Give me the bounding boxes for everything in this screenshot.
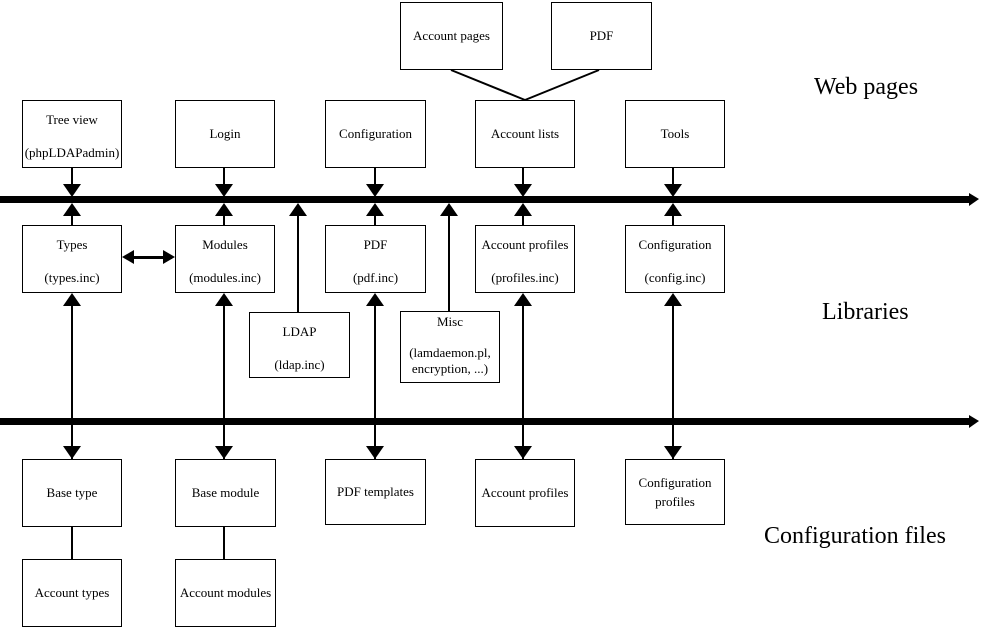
node-label-line2: (types.inc) — [44, 270, 100, 285]
bus-line-right-tip — [969, 415, 979, 428]
node-label: PDF — [589, 28, 614, 43]
node-account-types: Account types — [22, 559, 122, 627]
node-label-line2: (lamdaemon.pl, — [409, 345, 491, 360]
connector-bus-ldap — [297, 213, 299, 312]
bus-line-right-tip — [969, 193, 979, 206]
node-label-line1: LDAP — [282, 324, 317, 339]
connector-basemodule-accountmodules — [223, 527, 225, 559]
layer-label-libraries: Libraries — [822, 299, 909, 325]
arrowhead-down — [63, 446, 81, 459]
arrowhead-down — [514, 446, 532, 459]
connector-bus-modules — [223, 213, 225, 226]
connector-bus-types — [71, 213, 73, 226]
node-label: Base module — [191, 485, 260, 500]
connector-treeview-bus — [71, 167, 73, 185]
node-label: PDF templates — [337, 484, 414, 499]
node-label-line1: Configuration — [638, 475, 712, 490]
connector-types-basetype — [71, 297, 73, 459]
arrowhead-left — [122, 250, 134, 264]
node-label-line1: Misc — [437, 314, 463, 329]
arrowhead-up — [63, 203, 81, 216]
connector-login-bus — [223, 167, 225, 185]
connector-bus-misc — [448, 213, 450, 311]
node-label-line1: Account profiles — [481, 237, 569, 252]
bus-line-web-to-libraries — [0, 196, 970, 203]
layer-label-web-pages: Web pages — [814, 74, 919, 100]
node-label: Account pages — [413, 28, 490, 43]
arrowhead-up — [514, 203, 532, 216]
node-pdf-lib: PDF (pdf.inc) — [325, 225, 426, 293]
node-label-line1: Configuration — [638, 237, 712, 252]
node-label-line2: (ldap.inc) — [274, 357, 325, 372]
arrowhead-down — [215, 446, 233, 459]
node-label-line2: (modules.inc) — [189, 270, 261, 285]
node-pdf-templates: PDF templates — [325, 459, 426, 525]
arrowhead-down — [63, 184, 81, 197]
connector-bus-configlib — [672, 213, 674, 226]
node-label-line1: Tree view — [46, 112, 98, 127]
node-label-line1: PDF — [363, 237, 388, 252]
node-modules-lib: Modules (modules.inc) — [175, 225, 275, 293]
node-account-profiles-config: Account profiles — [475, 459, 575, 527]
arrowhead-down — [366, 446, 384, 459]
node-label-line2: (phpLDAPadmin) — [24, 145, 120, 160]
node-label-line1: Modules — [202, 237, 248, 252]
node-tree-view: Tree view (phpLDAPadmin) — [22, 100, 122, 168]
connector-configlib-configprofiles — [672, 297, 674, 459]
node-configuration-lib: Configuration (config.inc) — [625, 225, 725, 293]
connector-bus-pdflib — [374, 213, 376, 226]
node-account-pages: Account pages — [400, 2, 503, 70]
connector-tools-bus — [672, 167, 674, 185]
arrowhead-up — [440, 203, 458, 216]
node-ldap-lib: LDAP (ldap.inc) — [249, 312, 350, 378]
node-account-lists: Account lists — [475, 100, 575, 168]
node-label: Account profiles — [481, 485, 569, 500]
node-label: Account types — [34, 585, 110, 600]
node-label: Configuration — [339, 126, 412, 141]
arrowhead-up — [366, 203, 384, 216]
node-misc-lib: Misc (lamdaemon.pl, encryption, ...) — [400, 311, 500, 383]
node-label: Login — [209, 126, 241, 141]
arrowhead-up — [215, 203, 233, 216]
node-configuration-page: Configuration — [325, 100, 426, 168]
arrowhead-up — [289, 203, 307, 216]
connector-accountlists-bus — [522, 167, 524, 185]
node-account-profiles-lib: Account profiles (profiles.inc) — [475, 225, 575, 293]
arrowhead-down — [215, 184, 233, 197]
connector-types-modules — [128, 256, 172, 259]
connector-accountprofiles-lib-config — [522, 297, 524, 459]
arrowhead-down — [514, 184, 532, 197]
node-label: Base type — [46, 485, 98, 500]
arrowhead-down — [664, 446, 682, 459]
connector-modules-basemodule — [223, 297, 225, 459]
node-label-line2: profiles — [655, 494, 695, 509]
node-label-line1: Types — [56, 237, 88, 252]
node-pdf-page: PDF — [551, 2, 652, 70]
node-label: Tools — [660, 126, 690, 141]
layer-label-configuration-files: Configuration files — [764, 523, 946, 549]
node-label-line2: (pdf.inc) — [352, 270, 399, 285]
node-base-module: Base module — [175, 459, 276, 527]
connector-bus-accountprofileslib — [522, 213, 524, 226]
node-types-lib: Types (types.inc) — [22, 225, 122, 293]
node-label-line2: (config.inc) — [644, 270, 706, 285]
node-login: Login — [175, 100, 275, 168]
arrowhead-down — [664, 184, 682, 197]
node-account-modules: Account modules — [175, 559, 276, 627]
connector-pdflib-pdftemplates — [374, 297, 376, 459]
bus-line-libraries-to-config — [0, 418, 970, 425]
node-label: Account lists — [490, 126, 560, 141]
arrowhead-down — [366, 184, 384, 197]
arrowhead-right — [163, 250, 175, 264]
node-configuration-profiles: Configuration profiles — [625, 459, 725, 525]
connector-configpage-bus — [374, 167, 376, 185]
node-base-type: Base type — [22, 459, 122, 527]
node-label: Account modules — [179, 585, 272, 600]
node-label-line3: encryption, ...) — [411, 361, 489, 376]
node-tools: Tools — [625, 100, 725, 168]
arrowhead-up — [664, 203, 682, 216]
connector-basetype-accounttypes — [71, 527, 73, 559]
node-label-line2: (profiles.inc) — [491, 270, 559, 285]
